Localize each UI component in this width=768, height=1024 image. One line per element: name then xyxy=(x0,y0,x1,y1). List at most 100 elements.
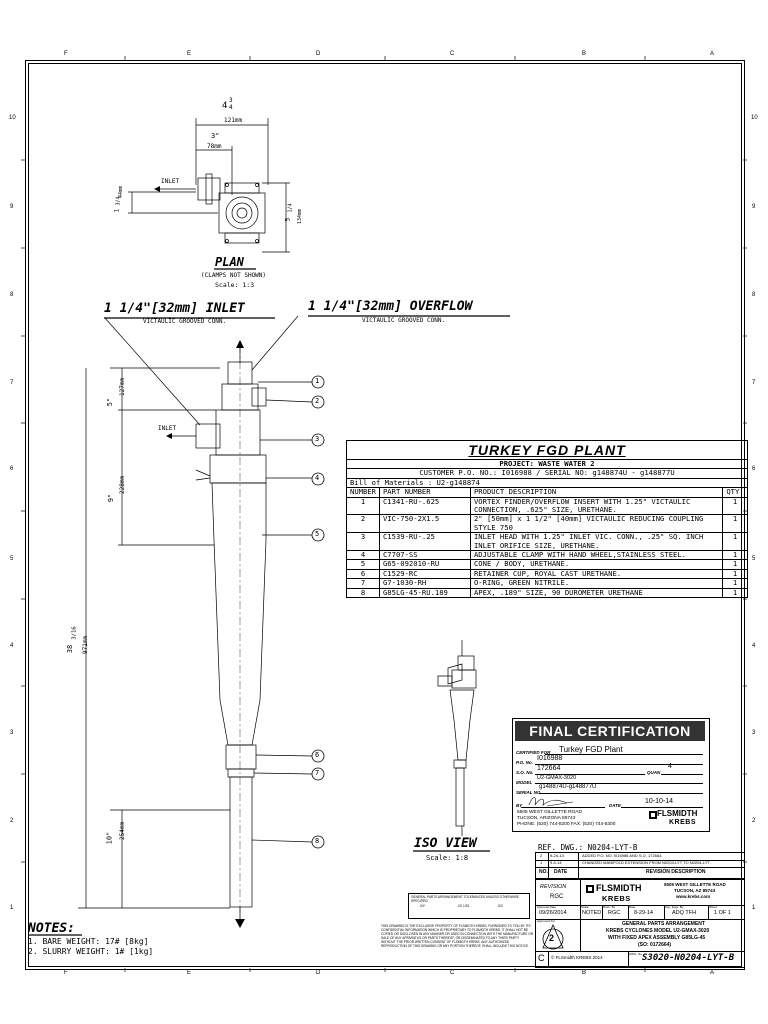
cert-so-line xyxy=(535,774,645,775)
title-cell: Scale NOTED xyxy=(580,905,603,919)
plan-dim-left-mm: 44mm xyxy=(118,185,124,198)
tolerance-value: .XX 1/32 xyxy=(457,904,470,908)
bom-part: G7-1030-RH xyxy=(378,578,471,589)
title-cell-value: NOTED xyxy=(582,910,602,916)
plan-note: (CLAMPS NOT SHOWN) xyxy=(201,272,267,279)
size-cell: C xyxy=(536,951,549,966)
tolerance-block: GENERAL PARTS ARRANGEMENT TOLERANCES UNL… xyxy=(408,893,530,919)
balloon-7: 7 xyxy=(315,769,320,777)
elev-dim-d-mm: 254mm xyxy=(119,821,126,840)
zone-number: 3 xyxy=(10,730,14,736)
balloon-6: 6 xyxy=(315,751,320,759)
bill-of-materials-table: TURKEY FGD PLANT PROJECT: WASTE WATER 2 … xyxy=(346,440,748,599)
title-cell: Sheet 1 OF 1 xyxy=(708,905,744,919)
cert-by-label: BY xyxy=(516,803,523,808)
cert-so-value: 172664 xyxy=(537,765,561,772)
title-cell: Date 8-29-14 xyxy=(628,905,665,919)
desc-line-1: GENERAL PARTS ARRANGEMENT xyxy=(622,921,705,927)
zone-number: 8 xyxy=(752,292,756,298)
company-address-cell: 5505 WEST GILLETTE ROAD TUCSON, AZ 85743… xyxy=(642,879,744,906)
cert-model-value: U2-GMAX-3020 xyxy=(537,775,577,781)
balloon-1: 1 xyxy=(315,377,320,385)
zone-letter: D xyxy=(316,970,321,976)
tolerance-value: .XX* xyxy=(419,904,426,908)
balloon-2: 2 xyxy=(315,397,320,405)
bom-part: C1341-RU-.625 xyxy=(378,496,471,516)
cert-address1: 5505 WEST GILLETTE ROAD xyxy=(517,810,582,815)
title-cell: Drwn. By RGC xyxy=(602,905,629,919)
zone-number: 4 xyxy=(10,643,14,649)
cert-for-value: Turkey FGD Plant xyxy=(559,745,623,754)
dwg-number: S3020-N0204-LYT-B xyxy=(642,953,735,963)
bom-header-qty: QTY. xyxy=(722,487,748,498)
company-web: www.krebs.com xyxy=(676,894,711,899)
bom-num: 8 xyxy=(346,587,380,599)
zone-letter: F xyxy=(64,970,68,976)
rev-desc: CHANGED MANIFOLD EXTENSION FROM N0204-LY… xyxy=(582,860,711,865)
flsmidth-logo-icon xyxy=(586,885,594,893)
plan-dim-left-in: 1 xyxy=(113,208,121,213)
copyright-cell: © FLSmidth KREBS 2014 xyxy=(548,951,629,966)
plan-title: PLAN xyxy=(215,255,244,269)
plan-dim-inlet-in: 3" xyxy=(211,132,220,140)
inlet-callout-title: 1 1/4"[32mm] INLET xyxy=(104,301,245,316)
rev-date: 9-24-14 xyxy=(550,853,564,858)
bom-qty: 1 xyxy=(722,578,748,589)
rev-header-row: NO. DATE REVISION DESCRIPTION xyxy=(536,867,744,878)
title-cells-row: Approval Date 09/26/2014 Scale NOTED Drw… xyxy=(536,905,744,920)
rev-no-label: NO. xyxy=(539,869,548,875)
cert-model-label: MODEL xyxy=(516,780,533,785)
zone-number: 10 xyxy=(9,115,16,121)
title-cell-label: Drwn. By xyxy=(603,905,616,909)
plan-dim-total-frac-den: 4 xyxy=(229,104,233,111)
cert-quan-line xyxy=(661,774,703,775)
zone-number: 5 xyxy=(752,556,756,562)
rev-num: 1 xyxy=(540,860,543,865)
elev-dim-c-frac: 3/16 xyxy=(71,626,78,640)
zone-number: 7 xyxy=(10,380,14,386)
cert-date-label: DATE xyxy=(609,803,621,808)
balloon-5: 5 xyxy=(315,530,320,538)
title-cell-value: ADQ TFH xyxy=(672,910,697,916)
elev-dim-c-in: 38 xyxy=(66,644,75,654)
balloon-3: 3 xyxy=(315,435,320,443)
zone-letter: E xyxy=(187,970,192,976)
cert-serial-value: g148874U-g148877U xyxy=(539,784,597,790)
zone-letter: C xyxy=(450,970,455,976)
title-cell-label: Scale xyxy=(581,905,589,909)
zone-letter: B xyxy=(582,970,587,976)
note-item-2: 2. SLURRY WEIGHT: 1# [1kg] xyxy=(28,947,154,956)
title-logo-text: FLSMIDTH xyxy=(596,883,642,893)
rev-col-divider xyxy=(578,853,579,879)
bom-desc: VORTEX FINDER/OVERFLOW INSERT WITH 1.25"… xyxy=(469,496,724,516)
cert-for-line xyxy=(545,754,703,755)
zone-number: 6 xyxy=(10,466,14,472)
cert-date-line xyxy=(621,807,703,808)
zone-number: 10 xyxy=(751,115,758,121)
zone-number: 9 xyxy=(10,204,14,210)
desc-line-4: (SO: 0172664) xyxy=(638,942,672,948)
iso-view-title: ISO VIEW xyxy=(414,836,477,851)
bom-num: 7 xyxy=(346,578,380,589)
cert-model-line xyxy=(535,783,703,784)
cert-by-line xyxy=(521,807,605,808)
cert-for-label: CERTIFIED FOR xyxy=(516,750,551,755)
elev-dim-b-in: 9" xyxy=(107,493,116,503)
bom-title: TURKEY FGD PLANT xyxy=(346,440,748,460)
title-cell-label: Sheet xyxy=(709,905,717,909)
flsmidth-logo-icon xyxy=(649,811,657,819)
tolerance-title: GENERAL PARTS ARRANGEMENT TOLERANCES UNL… xyxy=(411,895,519,903)
legal-notice: THIS DRAWING IS THE EXCLUSIVE PROPERTY O… xyxy=(381,924,534,948)
drawing-description-cell: GENERAL PARTS ARRANGEMENT KREBS CYCLONES… xyxy=(580,919,744,952)
bom-qty: 1 xyxy=(722,514,748,534)
zone-letter: A xyxy=(710,970,715,976)
bom-qty: 1 xyxy=(722,496,748,516)
cert-serial-label: SERIAL NO. xyxy=(516,790,542,795)
title-cell: Approval Date 09/26/2014 xyxy=(536,905,581,919)
title-cell-value: 8-29-14 xyxy=(634,910,653,916)
rev-num: 2 xyxy=(540,853,543,858)
bom-num: 2 xyxy=(346,514,380,534)
